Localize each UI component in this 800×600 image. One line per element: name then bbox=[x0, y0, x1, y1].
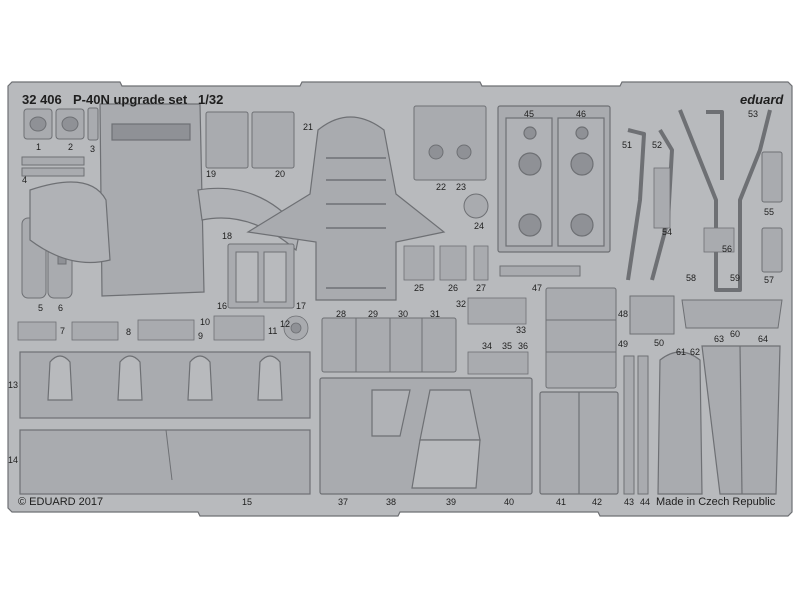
part-number: 60 bbox=[730, 329, 741, 339]
part-number: 37 bbox=[338, 497, 349, 507]
part-21 bbox=[246, 116, 446, 301]
part-number: 27 bbox=[476, 283, 487, 293]
part-19-20 bbox=[205, 111, 295, 169]
part-24 bbox=[463, 193, 489, 219]
part-number: 39 bbox=[446, 497, 457, 507]
part-number: 30 bbox=[398, 309, 409, 319]
part-number: 52 bbox=[652, 140, 663, 150]
part-number: 20 bbox=[275, 169, 286, 179]
part-number: 10 bbox=[200, 317, 211, 327]
part-number: 40 bbox=[504, 497, 515, 507]
part-number: 46 bbox=[576, 109, 587, 119]
part-25-26-27 bbox=[403, 245, 489, 281]
part-number: 16 bbox=[217, 301, 228, 311]
part-number: 38 bbox=[386, 497, 397, 507]
part-number: 58 bbox=[686, 273, 697, 283]
part-number: 55 bbox=[764, 207, 775, 217]
part-number: 34 bbox=[482, 341, 493, 351]
set-scale: 1/32 bbox=[198, 92, 224, 107]
part-number: 13 bbox=[8, 380, 19, 390]
brand-logo: eduard bbox=[740, 92, 784, 107]
part-41-42 bbox=[539, 391, 619, 495]
part-7-8-9 bbox=[17, 319, 195, 341]
part-4 bbox=[21, 156, 85, 177]
part-number: 3 bbox=[90, 144, 96, 154]
part-number: 31 bbox=[430, 309, 441, 319]
part-number: 36 bbox=[518, 341, 529, 351]
part-37-40 bbox=[319, 377, 533, 495]
origin: Made in Czech Republic bbox=[656, 496, 776, 508]
part-number: 56 bbox=[722, 244, 733, 254]
part-48-49 bbox=[545, 287, 617, 389]
part-number: 51 bbox=[622, 140, 633, 150]
part-54-56 bbox=[653, 167, 735, 253]
part-number: 57 bbox=[764, 275, 775, 285]
part-number: 59 bbox=[730, 273, 741, 283]
part-number: 7 bbox=[60, 326, 66, 336]
part-number: 21 bbox=[303, 122, 314, 132]
part-number: 54 bbox=[662, 227, 673, 237]
part-number: 62 bbox=[690, 347, 701, 357]
part-number: 12 bbox=[280, 319, 291, 329]
part-13 bbox=[19, 351, 311, 419]
part-number: 49 bbox=[618, 339, 629, 349]
part-number: 63 bbox=[714, 334, 725, 344]
part-43-44 bbox=[623, 355, 649, 495]
part-number: 42 bbox=[592, 497, 603, 507]
part-number: 32 bbox=[456, 299, 467, 309]
part-number: 64 bbox=[758, 334, 769, 344]
part-number: 45 bbox=[524, 109, 535, 119]
part-number: 61 bbox=[676, 347, 687, 357]
copyright: © EDUARD 2017 bbox=[18, 496, 104, 508]
part-number: 5 bbox=[38, 303, 44, 313]
part-number: 1 bbox=[36, 142, 42, 152]
part-number: 53 bbox=[748, 109, 759, 119]
part-10-11-12 bbox=[213, 315, 309, 341]
part-50 bbox=[629, 295, 675, 335]
part-number: 11 bbox=[268, 326, 278, 336]
part-number: 35 bbox=[502, 341, 513, 351]
part-number: 23 bbox=[456, 182, 467, 192]
part-16-17-18 bbox=[227, 243, 295, 309]
part-32-36 bbox=[467, 297, 529, 375]
part-51-59 bbox=[626, 109, 772, 292]
part-number: 18 bbox=[222, 231, 233, 241]
part-number: 14 bbox=[8, 455, 19, 465]
part-number: 24 bbox=[474, 221, 485, 231]
part-55-57 bbox=[761, 151, 783, 273]
part-number: 6 bbox=[58, 303, 64, 313]
set-title: P-40N upgrade set bbox=[73, 92, 188, 107]
part-main-floor bbox=[29, 103, 301, 297]
part-number: 33 bbox=[516, 325, 527, 335]
part-number: 26 bbox=[448, 283, 459, 293]
part-61-64 bbox=[657, 345, 781, 495]
part-number: 22 bbox=[436, 182, 447, 192]
set-code: 32 406 bbox=[22, 92, 62, 107]
part-14 bbox=[19, 429, 311, 495]
part-number: 9 bbox=[198, 331, 204, 341]
part-number: 15 bbox=[242, 497, 253, 507]
part-28-31 bbox=[321, 317, 457, 373]
part-number: 28 bbox=[336, 309, 347, 319]
part-number: 25 bbox=[414, 283, 425, 293]
part-number: 48 bbox=[618, 309, 629, 319]
part-60 bbox=[681, 299, 783, 329]
part-22-23 bbox=[413, 105, 487, 181]
part-number: 19 bbox=[206, 169, 217, 179]
part-number: 4 bbox=[22, 175, 28, 185]
part-1-2-3 bbox=[23, 107, 99, 141]
part-number: 17 bbox=[296, 301, 307, 311]
part-number: 47 bbox=[532, 283, 543, 293]
part-number: 43 bbox=[624, 497, 635, 507]
part-number: 50 bbox=[654, 338, 665, 348]
part-number: 29 bbox=[368, 309, 379, 319]
part-number: 8 bbox=[126, 327, 132, 337]
part-number: 44 bbox=[640, 497, 651, 507]
part-45-46 bbox=[497, 105, 611, 253]
part-number: 41 bbox=[556, 497, 567, 507]
part-47 bbox=[499, 265, 581, 277]
part-number: 2 bbox=[68, 142, 74, 152]
